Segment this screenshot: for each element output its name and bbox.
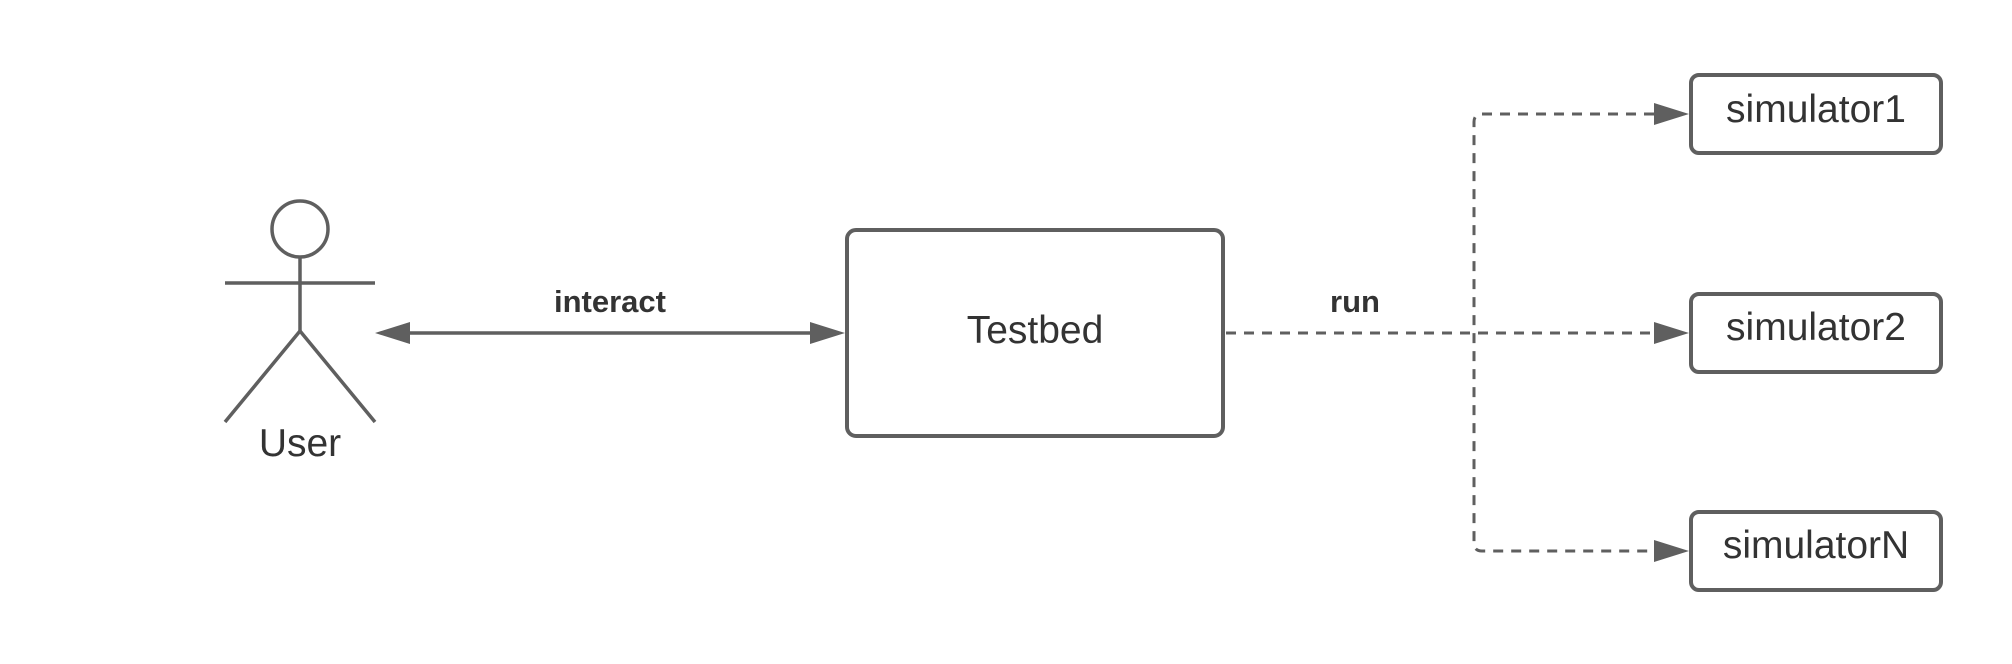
run-arrowhead-simulator1 <box>1654 103 1689 125</box>
simulatorN-box <box>1689 510 1943 592</box>
simulatorN-node[interactable]: simulatorN <box>1689 510 1943 592</box>
run-arrowhead-simulator2 <box>1654 322 1689 344</box>
testbed-node[interactable]: Testbed <box>845 228 1225 438</box>
interact-edge-label: interact <box>554 284 666 319</box>
run-edge[interactable]: run <box>1226 103 1689 562</box>
user-actor-label: User <box>259 422 341 465</box>
interact-arrowhead-left <box>375 322 410 344</box>
simulator2-node[interactable]: simulator2 <box>1689 292 1943 374</box>
interact-edge[interactable]: interact <box>375 284 845 344</box>
run-edge-label: run <box>1330 284 1380 319</box>
interact-arrowhead-right <box>810 322 845 344</box>
simulator2-label: simulator2 <box>1726 306 1906 349</box>
simulatorN-label: simulatorN <box>1723 524 1909 567</box>
simulator1-box <box>1689 73 1943 155</box>
run-arrowhead-simulatorN <box>1654 540 1689 562</box>
run-edge-branch-1 <box>1472 112 1654 553</box>
simulator1-node[interactable]: simulator1 <box>1689 73 1943 155</box>
testbed-box <box>845 228 1225 438</box>
simulator2-box <box>1689 292 1943 374</box>
testbed-label: Testbed <box>967 309 1104 352</box>
user-actor[interactable]: User <box>223 199 377 465</box>
user-actor-head <box>270 199 330 259</box>
user-actor-legs <box>223 328 377 424</box>
simulator1-label: simulator1 <box>1726 88 1906 131</box>
